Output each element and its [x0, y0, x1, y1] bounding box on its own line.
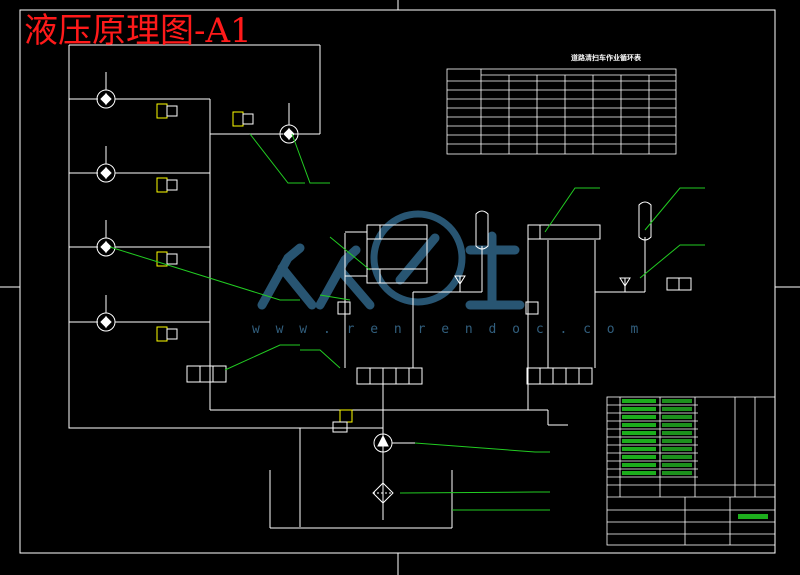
filter-icon	[372, 482, 394, 504]
work-cycle-table-title: 道路清扫车作业循环表	[571, 54, 641, 62]
motor-2-icon	[96, 146, 116, 183]
hydraulic-lines	[68, 44, 646, 529]
watermark-url: w w w . r e n r e n d o c . c o m	[252, 322, 643, 337]
leader-lines	[109, 133, 705, 511]
hydraulic-motors	[96, 72, 415, 504]
work-cycle-table	[446, 68, 677, 155]
drawing-title: 液压原理图-A1	[24, 11, 252, 51]
motor-1-icon	[96, 72, 116, 109]
main-pump-icon	[373, 433, 415, 453]
motor-3-icon	[96, 220, 116, 257]
motor-4-icon	[96, 295, 116, 332]
hydraulic-cylinders	[366, 201, 652, 287]
valve-components	[156, 103, 692, 433]
watermark-logo	[257, 210, 525, 310]
motor-5-icon	[279, 103, 299, 144]
watermark-logo-area	[245, 215, 540, 325]
title-block	[606, 396, 776, 546]
title-block-fills	[622, 399, 768, 519]
